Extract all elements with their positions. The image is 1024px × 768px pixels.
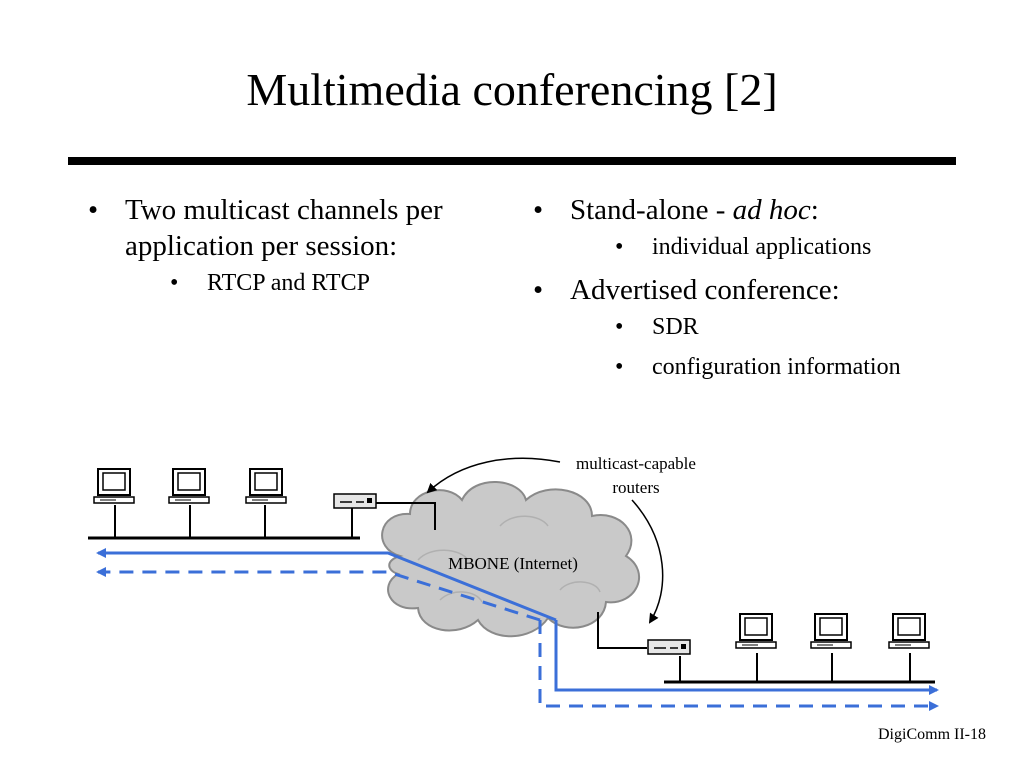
bullet-multicast-channels: Two multicast channels per application p… xyxy=(88,192,468,298)
right-column: Stand-alone - ad hoc: individual applica… xyxy=(533,192,973,392)
computer-icon xyxy=(735,613,777,649)
computer-icon xyxy=(810,613,852,649)
mbone-cloud xyxy=(381,481,640,638)
computer-icon xyxy=(888,613,930,649)
sub-bullet-individual-apps: individual applications xyxy=(615,232,973,262)
bullet-text-suffix: : xyxy=(810,194,819,226)
computer-icon xyxy=(93,468,135,504)
bullet-text-italic: ad hoc xyxy=(732,194,811,226)
lan-top-left xyxy=(88,468,436,540)
callout-arrow-top xyxy=(426,457,561,494)
bullet-text: Advertised conference: xyxy=(570,274,840,306)
slide-footer: DigiComm II-18 xyxy=(878,726,986,743)
sub-bullet-config-info: configuration information xyxy=(615,352,973,382)
router-icon xyxy=(333,493,377,509)
computer-icon xyxy=(245,468,287,504)
callout-arrow-bottom xyxy=(631,499,664,624)
callout-label-line2: routers xyxy=(612,478,659,497)
cloud-label: MBONE (Internet) xyxy=(448,554,578,573)
bullet-text: Stand-alone - xyxy=(570,194,733,226)
multicast-flow-solid xyxy=(96,548,939,695)
bullet-text: Two multicast channels per application p… xyxy=(125,194,443,262)
left-column: Two multicast channels per application p… xyxy=(88,192,468,308)
computer-icon xyxy=(168,468,210,504)
lan-bottom-right xyxy=(597,612,935,684)
callout-label-line1: multicast-capable xyxy=(576,454,696,473)
bullet-advertised-conference: Advertised conference: SDR configuration… xyxy=(533,272,973,382)
slide-title: Multimedia conferencing [2] xyxy=(246,64,778,115)
multicast-flow-dashed xyxy=(96,567,939,711)
sub-bullet-sdr: SDR xyxy=(615,312,973,342)
sub-bullet-rtcp: RTCP and RTCP xyxy=(170,268,468,298)
title-divider xyxy=(68,157,956,165)
bullet-stand-alone: Stand-alone - ad hoc: individual applica… xyxy=(533,192,973,262)
router-icon xyxy=(647,639,691,655)
